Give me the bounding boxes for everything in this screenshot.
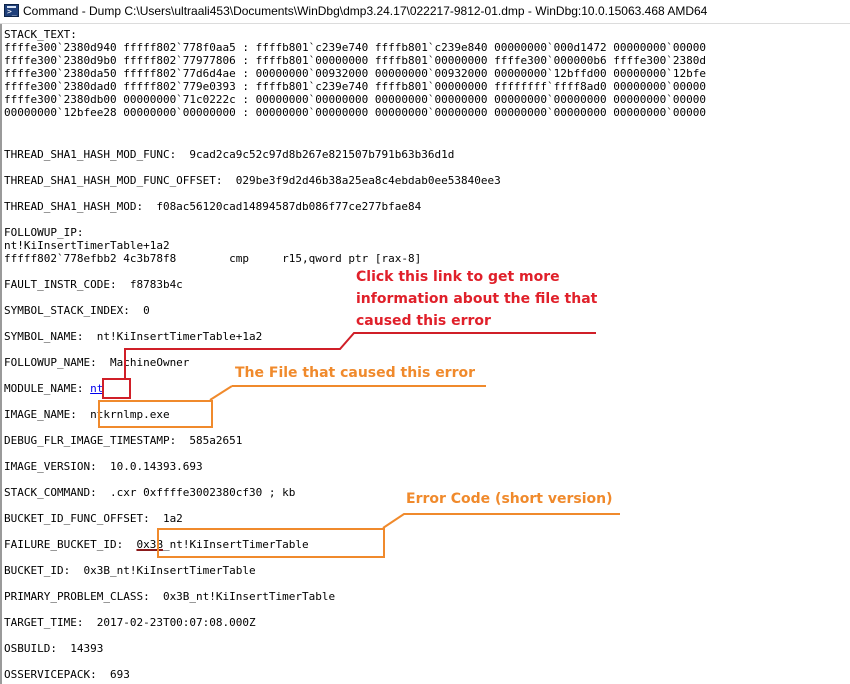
stack-text-header: STACK_TEXT: bbox=[4, 28, 77, 41]
link-annotation-line-1: Click this link to get more bbox=[356, 269, 560, 285]
stack-line: 00000000`12bfee28 00000000`00000000 : 00… bbox=[4, 106, 706, 119]
link-annotation-line-2: information about the file that bbox=[356, 291, 598, 307]
link-annotation-line-3: caused this error bbox=[356, 313, 491, 329]
stack-line: ffffe300`2380db00 00000000`71c0222c : 00… bbox=[4, 93, 706, 106]
target-time: TARGET_TIME: 2017-02-23T00:07:08.000Z bbox=[4, 616, 256, 629]
followup-name: FOLLOWUP_NAME: MachineOwner bbox=[4, 356, 190, 369]
module-name-link[interactable]: nt bbox=[90, 382, 104, 395]
image-name-value: ntkrnlmp.exe bbox=[90, 408, 170, 421]
error-code-annotation: Error Code (short version) bbox=[406, 491, 613, 507]
followup-ip-instruction: fffff802`778efbb2 4c3b78f8 cmp r15,qword… bbox=[4, 252, 422, 265]
image-version: IMAGE_VERSION: 10.0.14393.693 bbox=[4, 460, 203, 473]
failure-bucket-code: 0x3B bbox=[136, 538, 163, 551]
stack-line: ffffe300`2380dad0 fffff802`779e0393 : ff… bbox=[4, 80, 706, 93]
module-link-highlight-box bbox=[102, 378, 131, 399]
image-name-label: IMAGE_NAME: bbox=[4, 408, 91, 421]
windbg-console-icon: >_ bbox=[4, 4, 19, 17]
followup-ip-header: FOLLOWUP_IP: bbox=[4, 226, 84, 239]
followup-ip-symbol: nt!KiInsertTimerTable+1a2 bbox=[4, 239, 170, 252]
image-name-highlight-box bbox=[98, 400, 213, 428]
command-output: STACK_TEXT: ffffe300`2380d940 fffff802`7… bbox=[4, 28, 850, 684]
module-name-label: MODULE_NAME: bbox=[4, 382, 91, 395]
window-title: Command - Dump C:\Users\ultraali453\Docu… bbox=[23, 4, 708, 18]
bucket-id: BUCKET_ID: 0x3B_nt!KiInsertTimerTable bbox=[4, 564, 256, 577]
thread-hash-mod: THREAD_SHA1_HASH_MOD: f08ac56120cad14894… bbox=[4, 200, 422, 213]
failure-bucket-highlight-box bbox=[157, 528, 385, 558]
failure-bucket-id-row: FAILURE_BUCKET_ID: 0x3B_nt!KiInsertTimer… bbox=[4, 538, 309, 551]
link-callout-line bbox=[124, 332, 596, 378]
thread-hash-mod-func-offset: THREAD_SHA1_HASH_MOD_FUNC_OFFSET: 029be3… bbox=[4, 174, 501, 187]
osbuild: OSBUILD: 14393 bbox=[4, 642, 104, 655]
stack-line: ffffe300`2380d9b0 fffff802`77977806 : ff… bbox=[4, 54, 706, 67]
thread-hash-mod-func: THREAD_SHA1_HASH_MOD_FUNC: 9cad2ca9c52c9… bbox=[4, 148, 455, 161]
file-annotation: The File that caused this error bbox=[235, 365, 476, 381]
stack-command: STACK_COMMAND: .cxr 0xffffe3002380cf30 ;… bbox=[4, 486, 296, 499]
osservicepack: OSSERVICEPACK: 693 bbox=[4, 668, 130, 681]
symbol-stack-index: SYMBOL_STACK_INDEX: 0 bbox=[4, 304, 150, 317]
stack-line: ffffe300`2380d940 fffff802`778f0aa5 : ff… bbox=[4, 41, 706, 54]
window-left-border bbox=[0, 24, 2, 684]
stack-line: ffffe300`2380da50 fffff802`77d6d4ae : 00… bbox=[4, 67, 706, 80]
error-code-callout-line bbox=[382, 513, 620, 529]
file-callout-connector bbox=[209, 385, 233, 401]
title-bar: >_ Command - Dump C:\Users\ultraali453\D… bbox=[0, 0, 850, 24]
image-name-row: IMAGE_NAME: ntkrnlmp.exe bbox=[4, 408, 170, 421]
symbol-name: SYMBOL_NAME: nt!KiInsertTimerTable+1a2 bbox=[4, 330, 263, 343]
bucket-id-func-offset: BUCKET_ID_FUNC_OFFSET: 1a2 bbox=[4, 512, 183, 525]
debug-flr-image-timestamp: DEBUG_FLR_IMAGE_TIMESTAMP: 585a2651 bbox=[4, 434, 243, 447]
failure-bucket-label: FAILURE_BUCKET_ID: bbox=[4, 538, 137, 551]
module-name-row: MODULE_NAME: nt bbox=[4, 382, 103, 395]
fault-instr-code: FAULT_INSTR_CODE: f8783b4c bbox=[4, 278, 183, 291]
failure-bucket-rest: _nt!KiInsertTimerTable bbox=[162, 538, 309, 551]
primary-problem-class: PRIMARY_PROBLEM_CLASS: 0x3B_nt!KiInsertT… bbox=[4, 590, 336, 603]
